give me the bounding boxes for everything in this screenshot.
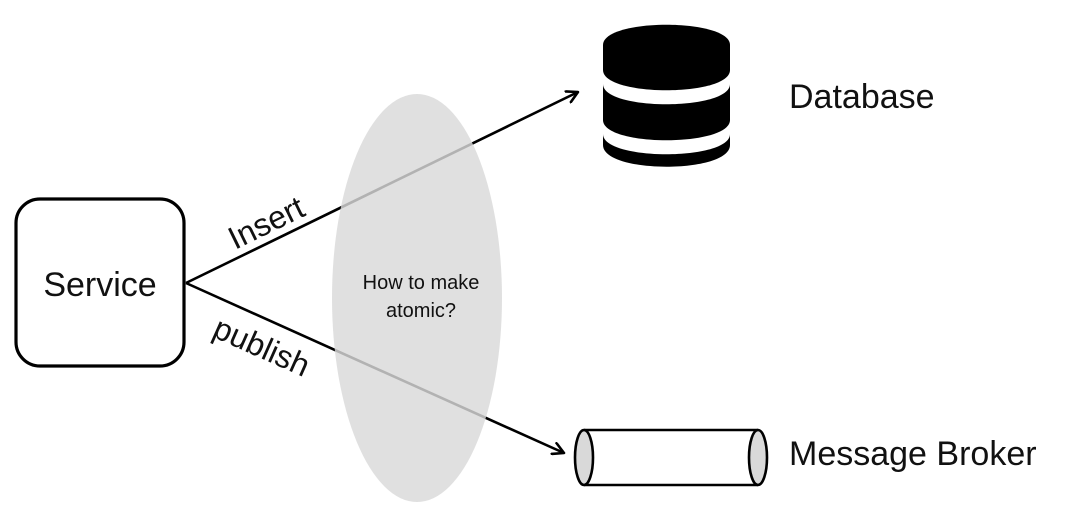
database-node[interactable]: Database	[603, 24, 935, 167]
service-label: Service	[43, 266, 156, 304]
question-line-2: atomic?	[386, 300, 456, 322]
broker-label: Message Broker	[789, 435, 1037, 473]
publish-label: publish	[208, 310, 315, 384]
service-node[interactable]: Service	[14, 197, 186, 368]
database-label: Database	[789, 78, 935, 116]
atomicity-ellipse	[332, 94, 502, 502]
service-box	[14, 197, 186, 368]
broker-node[interactable]: Message Broker	[573, 428, 1037, 487]
question-line-1: How to make	[363, 272, 480, 294]
atomicity-question: How to make atomic?	[332, 94, 502, 502]
insert-label: Insert	[222, 189, 310, 256]
database-icon	[603, 24, 730, 167]
queue-cylinder-icon	[573, 428, 769, 487]
